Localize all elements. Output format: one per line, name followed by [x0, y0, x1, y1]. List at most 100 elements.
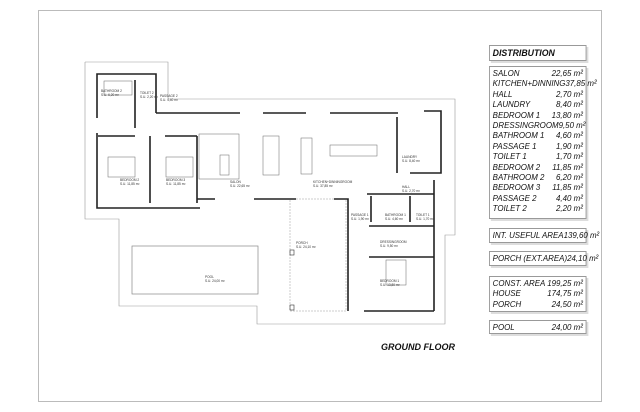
room-area: S.U. 24,00 m²	[205, 279, 225, 283]
site-boundary	[84, 61, 456, 325]
room-name: PORCH	[296, 241, 308, 245]
floor-title: GROUND FLOOR	[381, 342, 455, 352]
row-label: PORCH	[492, 298, 522, 309]
room-name: LAUNDRY	[402, 155, 418, 159]
room-name: KITCHEN+DINNINGROOM	[313, 180, 353, 184]
row-value: 24,10	[567, 253, 587, 263]
walls	[96, 73, 442, 312]
room-area: S.U. 2,20 m²	[140, 95, 158, 99]
row-value: 2,70	[556, 88, 572, 99]
row-label: HALL	[492, 88, 513, 99]
row-unit: m²	[573, 288, 583, 299]
row-label: SALON	[492, 68, 520, 78]
row-label: PORCH (EXT.AREA)	[492, 253, 568, 263]
row-unit: m²	[573, 68, 583, 78]
shower	[103, 80, 133, 96]
row-value: 4,40	[556, 192, 572, 203]
row-value: 1,90	[556, 140, 572, 151]
room-name: BATHROOM 1	[385, 213, 406, 217]
row-unit: m²	[573, 99, 583, 110]
room-area: S.U. 9,50 m²	[380, 244, 398, 248]
bed-bedroom-1	[385, 259, 407, 286]
porch-column	[289, 249, 295, 256]
row-label: POOL	[492, 322, 515, 332]
row-value: 24,50	[551, 298, 572, 309]
room-area: S.U. 1,90 m²	[351, 217, 369, 221]
furniture	[103, 80, 407, 286]
room-area: S.U. 6,20 m²	[101, 93, 119, 97]
row-unit: m²	[573, 278, 583, 288]
row-label: BEDROOM 2	[492, 161, 541, 172]
porch-ext-box: PORCH (EXT.AREA)24,10 m²	[489, 251, 599, 266]
row-value: 4,60	[556, 130, 572, 141]
row-value: 11,85	[552, 161, 572, 172]
room-area: S.U. 22,65 m²	[230, 184, 250, 188]
sofa	[198, 133, 240, 180]
row-label: KITCHEN+DINNING	[492, 78, 566, 89]
row-label: PASSAGE 1	[492, 140, 537, 151]
row-label: CONST. AREA	[492, 278, 546, 288]
row-unit: m²	[573, 109, 583, 120]
distribution-title-box: DISTRIBUTION	[489, 45, 587, 61]
room-name: SALON	[230, 180, 242, 184]
row-value: 11,85	[552, 182, 572, 193]
distribution-row: BEDROOM 1 13,80 m²	[493, 110, 583, 120]
room-area: S.U. 11,85 m²	[166, 182, 185, 186]
room-name: BEDROOM 1	[380, 279, 399, 283]
row-value: 24,00	[551, 322, 572, 332]
row-unit: m²	[587, 78, 597, 89]
room-name: DRESSINGROOM	[380, 240, 407, 244]
row-label: LAUNDRY	[492, 99, 531, 110]
row-value: 1,70	[556, 151, 572, 162]
room-name: HALL	[402, 185, 410, 189]
room-area: S.U. 8,40 m²	[402, 159, 420, 163]
room-name: TOILET 2	[140, 91, 154, 95]
room-area: S.U. 2,70 m²	[402, 189, 420, 193]
room-name: PASSAGE 1	[351, 213, 369, 217]
row-unit: m²	[573, 203, 583, 214]
row-value: 9,50	[558, 120, 574, 131]
porch-area	[289, 198, 347, 312]
room-area: S.U. 37,85 m²	[313, 184, 333, 188]
dining-table	[300, 137, 313, 175]
distribution-row: BEDROOM 2 11,85 m²	[493, 162, 583, 172]
row-value: 2,20	[556, 203, 572, 214]
coffee-table	[219, 154, 230, 176]
distribution-row: HALL 2,70 m²	[493, 89, 583, 99]
row-label: HOUSE	[492, 288, 521, 299]
room-name: PASSAGE 2	[160, 94, 178, 98]
row-unit: m²	[573, 161, 583, 172]
porch-ext-row: PORCH (EXT.AREA)24,10 m²	[492, 253, 599, 263]
room-area: S.U. 13,80 m²	[380, 283, 400, 287]
row-value: 139,60	[563, 230, 588, 240]
tv-unit	[262, 135, 280, 176]
room-name: BEDROOM 2	[120, 178, 139, 182]
row-label: BEDROOM 1	[492, 109, 541, 120]
room-name: BATHROOM 2	[101, 89, 122, 93]
row-value: 37,85	[565, 78, 586, 89]
room-name: BEDROOM 3	[166, 178, 185, 182]
kitchen-island	[329, 144, 378, 157]
row-unit: m²	[573, 192, 583, 203]
bed-bedroom-2	[165, 156, 194, 178]
row-unit: m²	[573, 88, 583, 99]
row-label: TOILET 1	[492, 151, 527, 162]
row-value: 13,80	[551, 109, 572, 120]
porch-column	[289, 304, 295, 311]
row-label: PASSAGE 2	[492, 192, 537, 203]
row-unit: m²	[573, 172, 583, 183]
row-value: 199,25	[547, 278, 572, 288]
row-unit: m²	[589, 253, 599, 263]
room-area: S.U. 4,40 m²	[160, 98, 178, 102]
